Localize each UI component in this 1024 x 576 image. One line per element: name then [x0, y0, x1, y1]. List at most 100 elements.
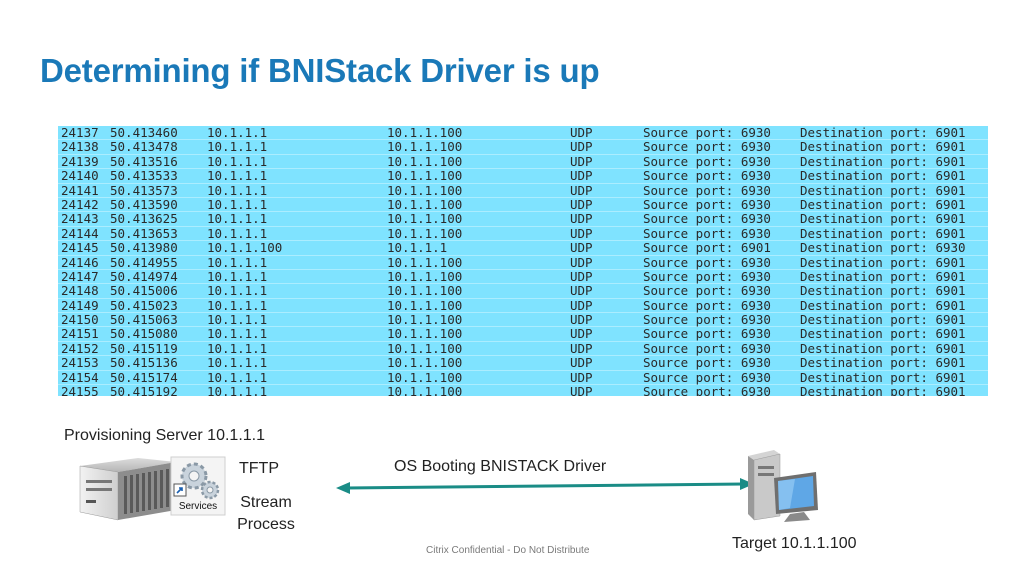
- services-gear-icon: [170, 456, 226, 516]
- packet-dport: Destination port: 6901: [800, 268, 966, 284]
- packet-dst: 10.1.1.100: [387, 196, 463, 212]
- packet-sport: Source port: 6930: [643, 340, 771, 356]
- packet-time: 50.414974: [110, 268, 178, 284]
- packet-dport: Destination port: 6901: [800, 297, 966, 313]
- packet-no: 24143: [61, 211, 99, 227]
- packet-dport: Destination port: 6901: [800, 283, 966, 299]
- packet-no: 24153: [61, 355, 99, 371]
- slide-title: Determining if BNIStack Driver is up: [40, 52, 600, 89]
- packet-dst: 10.1.1.100: [387, 153, 463, 169]
- packet-src: 10.1.1.1: [207, 297, 268, 313]
- packet-src: 10.1.1.1: [207, 182, 268, 198]
- packet-sport: Source port: 6930: [643, 168, 771, 184]
- packet-dst: 10.1.1.100: [387, 139, 463, 155]
- packet-dst: 10.1.1.100: [387, 268, 463, 284]
- packet-sport: Source port: 6901: [643, 240, 771, 256]
- packet-sport: Source port: 6930: [643, 326, 771, 342]
- packet-proto: UDP: [570, 211, 593, 227]
- packet-dst: 10.1.1.100: [387, 168, 463, 184]
- target-label: Target 10.1.1.100: [732, 535, 857, 552]
- packet-dst: 10.1.1.100: [387, 369, 463, 385]
- packet-sport: Source port: 6930: [643, 254, 771, 270]
- target-computer-icon: [748, 450, 818, 522]
- packet-sport: Source port: 6930: [643, 139, 771, 155]
- packet-src: 10.1.1.100: [207, 240, 283, 256]
- packet-no: 24137: [61, 126, 99, 140]
- packet-no: 24139: [61, 153, 99, 169]
- packet-dport: Destination port: 6901: [800, 182, 966, 198]
- packet-dport: Destination port: 6901: [800, 384, 966, 396]
- packet-no: 24144: [61, 225, 99, 241]
- packet-proto: UDP: [570, 153, 593, 169]
- packet-dport: Destination port: 6901: [800, 126, 966, 140]
- packet-sport: Source port: 6930: [643, 297, 771, 313]
- packet-no: 24146: [61, 254, 99, 270]
- packet-no: 24140: [61, 168, 99, 184]
- packet-dport: Destination port: 6901: [800, 254, 966, 270]
- packet-dport: Destination port: 6901: [800, 211, 966, 227]
- packet-proto: UDP: [570, 369, 593, 385]
- packet-src: 10.1.1.1: [207, 268, 268, 284]
- packet-proto: UDP: [570, 182, 593, 198]
- packet-time: 50.415136: [110, 355, 178, 371]
- packet-proto: UDP: [570, 196, 593, 212]
- packet-sport: Source port: 6930: [643, 384, 771, 396]
- packet-sport: Source port: 6930: [643, 126, 771, 140]
- packet-dport: Destination port: 6930: [800, 240, 966, 256]
- packet-src: 10.1.1.1: [207, 283, 268, 299]
- packet-proto: UDP: [570, 240, 593, 256]
- packet-time: 50.415023: [110, 297, 178, 313]
- packet-dst: 10.1.1.100: [387, 254, 463, 270]
- packet-time: 50.415174: [110, 369, 178, 385]
- packet-sport: Source port: 6930: [643, 153, 771, 169]
- packet-time: 50.413590: [110, 196, 178, 212]
- packet-dport: Destination port: 6901: [800, 369, 966, 385]
- packet-src: 10.1.1.1: [207, 153, 268, 169]
- packet-dport: Destination port: 6901: [800, 153, 966, 169]
- packet-no: 24155: [61, 384, 99, 396]
- packet-no: 24147: [61, 268, 99, 284]
- packet-proto: UDP: [570, 254, 593, 270]
- packet-time: 50.415192: [110, 384, 178, 396]
- packet-proto: UDP: [570, 297, 593, 313]
- packet-no: 24145: [61, 240, 99, 256]
- packet-dst: 10.1.1.100: [387, 225, 463, 241]
- packet-proto: UDP: [570, 268, 593, 284]
- packet-dport: Destination port: 6901: [800, 139, 966, 155]
- packet-proto: UDP: [570, 168, 593, 184]
- packet-src: 10.1.1.1: [207, 384, 268, 396]
- packet-dport: Destination port: 6901: [800, 312, 966, 328]
- packet-no: 24154: [61, 369, 99, 385]
- packet-time: 50.413980: [110, 240, 178, 256]
- packet-proto: UDP: [570, 312, 593, 328]
- packet-time: 50.413625: [110, 211, 178, 227]
- provisioning-server-label: Provisioning Server 10.1.1.1: [64, 427, 265, 444]
- packet-dport: Destination port: 6901: [800, 168, 966, 184]
- packet-src: 10.1.1.1: [207, 225, 268, 241]
- packet-proto: UDP: [570, 384, 593, 396]
- double-arrow-icon: [336, 478, 754, 494]
- packet-sport: Source port: 6930: [643, 369, 771, 385]
- packet-dst: 10.1.1.100: [387, 283, 463, 299]
- packet-time: 50.414955: [110, 254, 178, 270]
- packet-sport: Source port: 6930: [643, 355, 771, 371]
